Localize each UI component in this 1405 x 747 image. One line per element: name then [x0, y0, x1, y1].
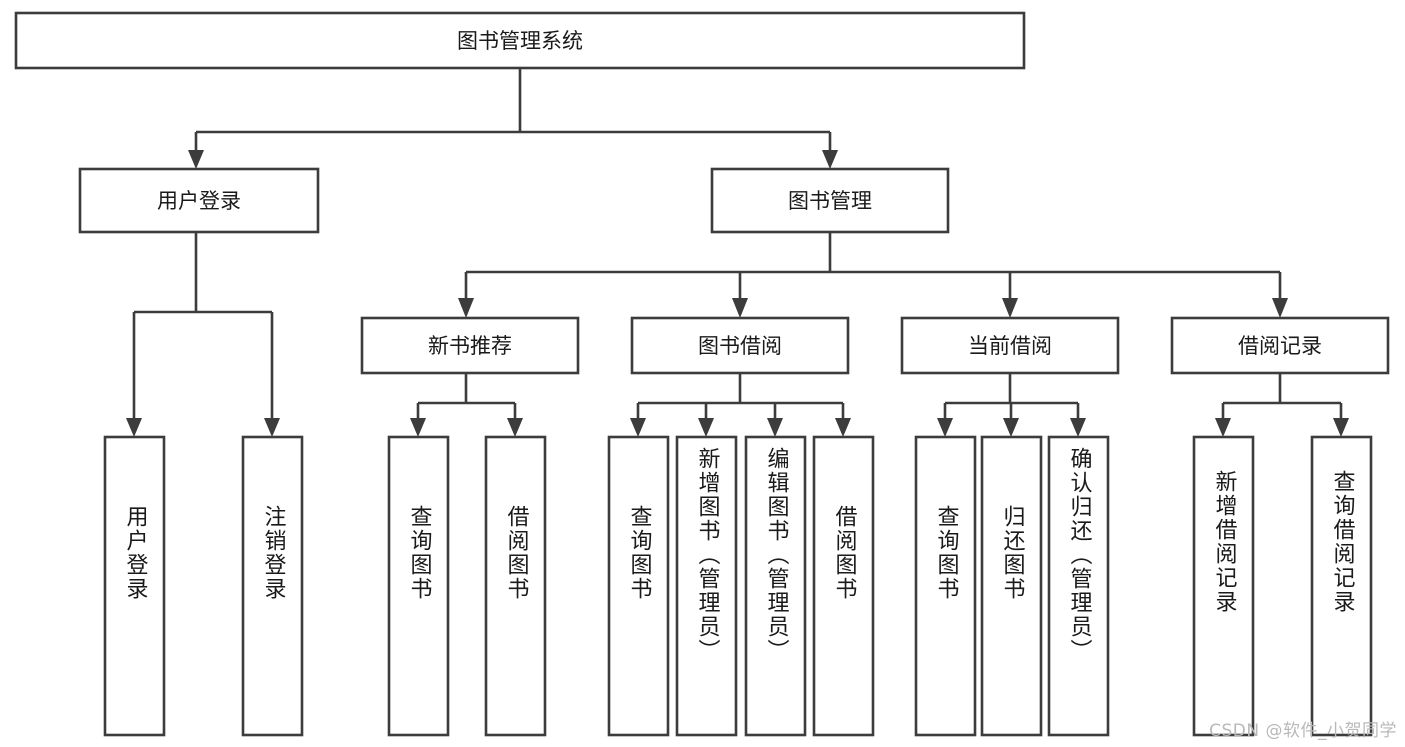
node-box-leaf-user-login[interactable] — [103, 435, 166, 737]
node-label-user-login: 用户登录 — [157, 189, 241, 213]
node-box-leaf-query-book-1[interactable] — [387, 435, 450, 737]
node-box-user-login[interactable] — [78, 167, 320, 234]
connector-group-borrow-record — [1215, 373, 1349, 437]
node-box-leaf-confirm-return[interactable] — [1047, 435, 1110, 737]
connector-group-user-login — [126, 232, 280, 437]
node-box-leaf-borrow-book-1[interactable] — [484, 435, 547, 737]
node-box-new-book-recommend[interactable] — [360, 316, 580, 375]
node-label-current-borrow: 当前借阅 — [968, 334, 1052, 358]
node-label-book-borrow: 图书借阅 — [698, 334, 782, 358]
connector-group-root — [188, 68, 838, 169]
connector-group-book-borrow — [630, 373, 851, 437]
connector-group-book-manage — [458, 232, 1288, 318]
node-label-new-book-recommend: 新书推荐 — [428, 334, 512, 358]
arrow-head-borrow-record — [1272, 298, 1288, 318]
arrow-head-current-borrow — [1002, 298, 1018, 318]
arrow-head-book-borrow — [732, 298, 748, 318]
arrow-head-leaf-borrow-book-1 — [507, 418, 523, 437]
arrow-head-leaf-edit-book — [767, 418, 783, 437]
node-box-leaf-add-book[interactable] — [675, 435, 738, 737]
node-box-root[interactable] — [14, 11, 1026, 70]
node-label-root: 图书管理系统 — [457, 29, 583, 53]
node-box-book-borrow[interactable] — [630, 316, 850, 375]
node-box-leaf-query-record[interactable] — [1310, 435, 1373, 737]
arrow-head-leaf-add-record — [1215, 418, 1231, 437]
node-box-leaf-borrow-book-2[interactable] — [812, 435, 875, 737]
arrow-head-leaf-query-book-3 — [937, 418, 953, 437]
node-box-borrow-record[interactable] — [1170, 316, 1390, 375]
node-box-leaf-edit-book[interactable] — [744, 435, 807, 737]
node-box-leaf-query-book-3[interactable] — [914, 435, 977, 737]
connector-group-current-borrow — [937, 373, 1086, 437]
arrow-head-leaf-confirm-return — [1070, 418, 1086, 437]
node-box-leaf-logout-login[interactable] — [241, 435, 304, 737]
arrow-head-leaf-return-book — [1003, 418, 1019, 437]
arrow-head-book-manage — [822, 150, 838, 169]
arrow-head-leaf-query-book-1 — [410, 418, 426, 437]
node-box-book-manage[interactable] — [710, 167, 950, 234]
arrow-head-leaf-query-record — [1333, 418, 1349, 437]
connector-group-new-book-recommend — [410, 373, 523, 437]
arrow-head-new-book-recommend — [458, 298, 474, 318]
node-box-leaf-add-record[interactable] — [1192, 435, 1255, 737]
node-label-book-manage: 图书管理 — [788, 189, 872, 213]
node-label-borrow-record: 借阅记录 — [1238, 334, 1322, 358]
arrow-head-leaf-borrow-book-2 — [835, 418, 851, 437]
node-box-current-borrow[interactable] — [900, 316, 1120, 375]
arrow-head-leaf-add-book — [698, 418, 714, 437]
csdn-watermark: CSDN @软件_小贺同学 — [1209, 721, 1397, 741]
arrow-head-user-login — [188, 150, 204, 169]
arrow-head-leaf-query-book-2 — [630, 418, 646, 437]
arrow-head-leaf-user-login — [126, 418, 142, 437]
node-box-leaf-return-book[interactable] — [980, 435, 1043, 737]
arrow-head-leaf-logout-login — [264, 418, 280, 437]
node-box-leaf-query-book-2[interactable] — [607, 435, 670, 737]
